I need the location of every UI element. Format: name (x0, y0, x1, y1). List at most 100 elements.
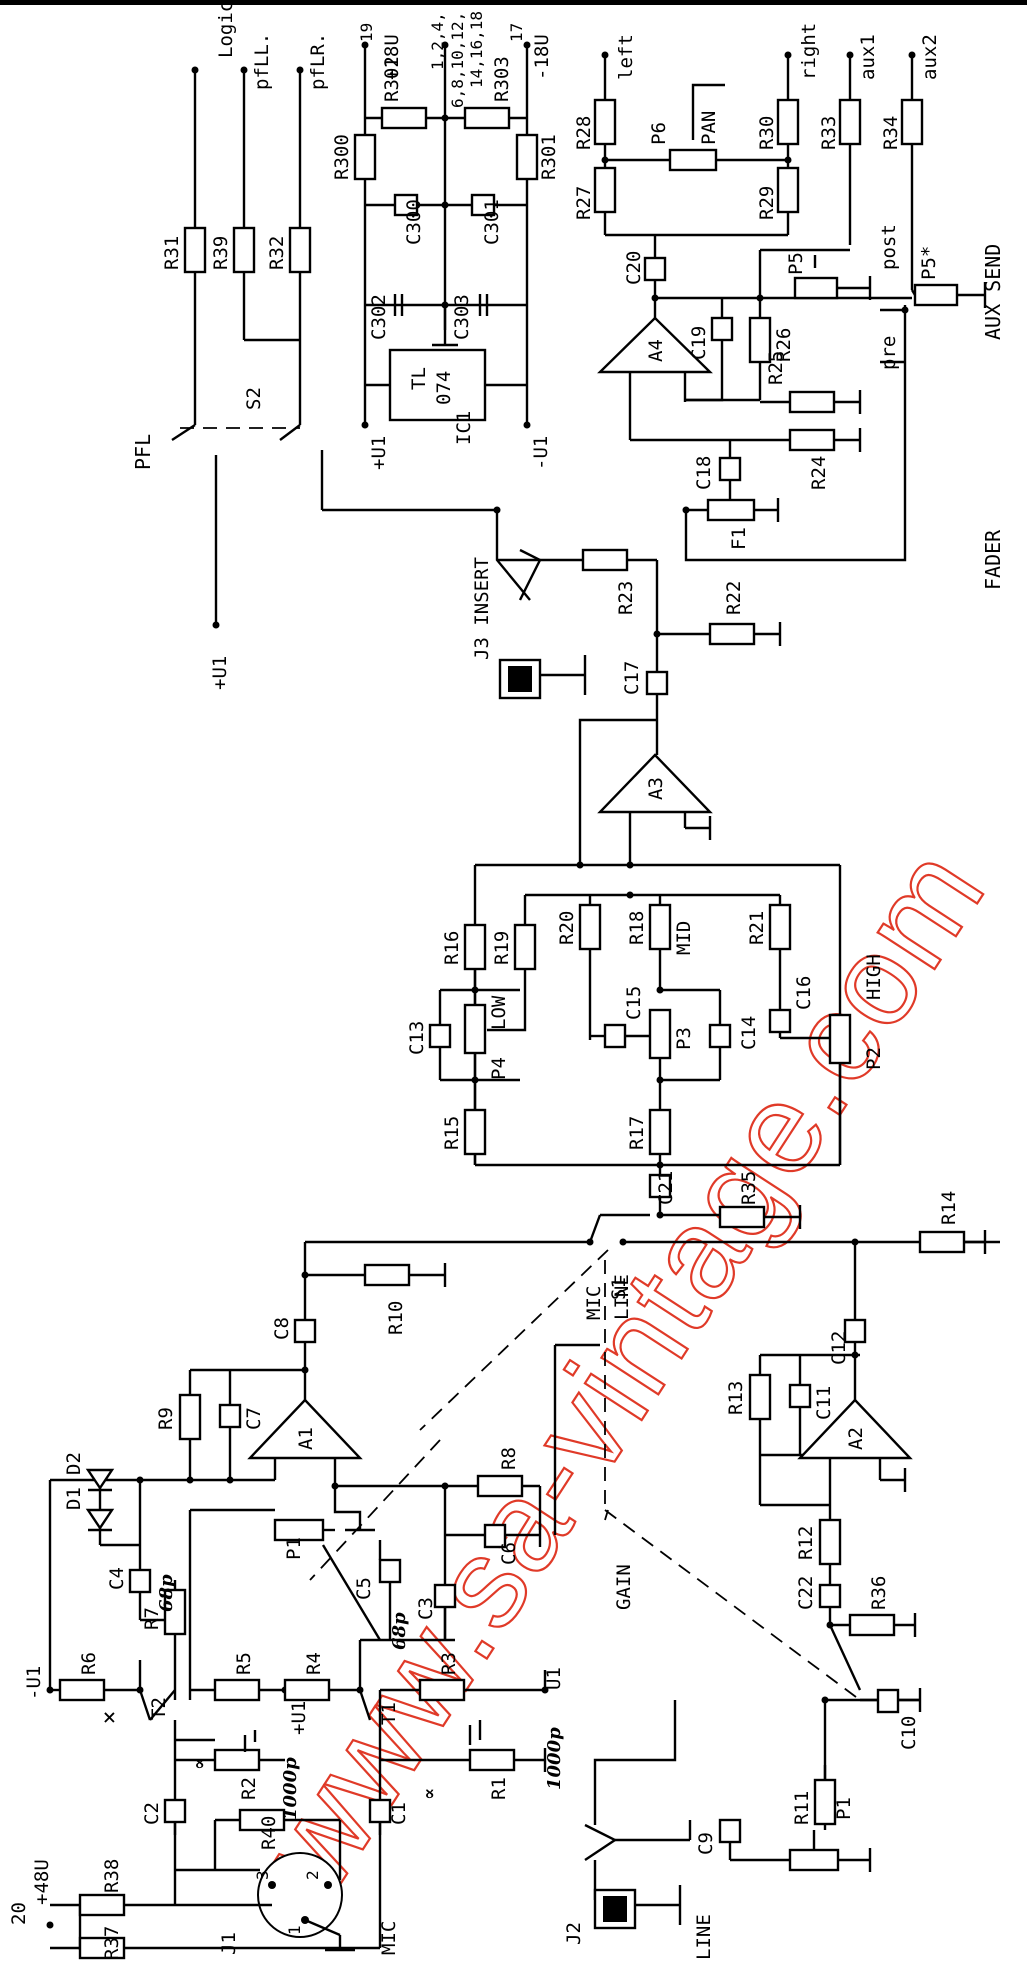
resistor-r31 (183, 226, 207, 274)
label-r23: R23 (615, 581, 637, 615)
label-j3-insert: J3 INSERT (471, 557, 493, 660)
label-r1: R1 (488, 1777, 510, 1800)
label-r35: R35 (738, 1171, 760, 1205)
label-c13: C13 (406, 1021, 428, 1055)
label-plus-v1: +U1 (288, 1701, 310, 1735)
label-ps-minus-v1: -U1 (530, 436, 552, 470)
label-v1-b: U1 (543, 1667, 565, 1690)
label-mic-sw: MIC (583, 1286, 605, 1320)
resistor-r16 (463, 923, 487, 971)
resistor-r303 (463, 106, 511, 130)
label-r14: R14 (938, 1191, 960, 1225)
label-pins-b: 6,8,10,12, (448, 12, 467, 108)
label-c20: C20 (623, 251, 645, 285)
label-r40: R40 (258, 1816, 280, 1850)
opamp-a1 (247, 1398, 363, 1460)
label-r4: R4 (303, 1652, 325, 1675)
label-c22: C22 (795, 1576, 817, 1610)
label-right: right (798, 23, 820, 80)
label-r30: R30 (756, 116, 778, 150)
label-c4: C4 (106, 1567, 128, 1590)
label-mid: MID (673, 921, 695, 955)
label-ic-tl: TL (408, 367, 430, 390)
label-a3: A3 (645, 777, 667, 800)
pot-p4-low (463, 1003, 487, 1055)
note-1000p-b: 1000p (544, 1727, 565, 1790)
label-pfll: pfLL. (251, 33, 273, 90)
label-c19: C19 (688, 326, 710, 360)
label-aux1: aux1 (857, 34, 879, 80)
note-1000p-a: 1000p (280, 1757, 301, 1820)
label-post: post (878, 224, 900, 270)
label-aux2: aux2 (919, 34, 941, 80)
resistor-r27 (593, 166, 617, 214)
capacitor-c10 (876, 1688, 900, 1714)
label-ic1: IC1 (453, 411, 475, 445)
label-p1-gain: P1 (283, 1537, 305, 1560)
top-border-rule (0, 0, 1027, 5)
output-section (593, 51, 987, 562)
resistor-r20 (578, 903, 602, 951)
label-ps-plus-v1: +U1 (368, 436, 390, 470)
note-alpha-b: ∝ (419, 1788, 440, 1800)
resistor-r29 (776, 166, 800, 214)
label-c5: C5 (353, 1577, 375, 1600)
label-c11: C11 (813, 1386, 835, 1420)
label-neg-v1: -U1 (23, 1666, 45, 1700)
label-c14: C14 (738, 1016, 760, 1050)
resistor-r17 (648, 1108, 672, 1156)
pot-p1-gain (273, 1518, 325, 1542)
capacitor-c9 (718, 1818, 742, 1844)
label-c303: C303 (451, 294, 473, 340)
label-high: HIGH (863, 954, 885, 1000)
label-c16: C16 (793, 976, 815, 1010)
label-phantom-pin: 20 (8, 1902, 30, 1925)
label-c7: C7 (243, 1407, 265, 1430)
label-pre: pre (878, 336, 900, 370)
capacitor-c4 (128, 1568, 152, 1594)
resistor-r302 (380, 106, 428, 130)
resistor-r14 (918, 1230, 966, 1254)
pot-p1-line (788, 1848, 840, 1872)
label-t2: T2 (148, 1697, 170, 1720)
opamp-a3 (597, 753, 713, 814)
resistor-r24 (788, 428, 836, 452)
label-c8: C8 (271, 1317, 293, 1340)
fader-f1 (706, 498, 756, 522)
opamp-a2 (797, 1398, 913, 1460)
label-aux-send: AUX SEND (981, 244, 1005, 340)
capacitor-c16 (768, 1008, 792, 1034)
resistor-r23 (581, 548, 629, 572)
label-r7: R7 (141, 1607, 163, 1630)
label-r31: R31 (161, 236, 183, 270)
capacitor-c19 (710, 316, 734, 342)
label-r24: R24 (808, 456, 830, 490)
resistor-r33 (838, 98, 862, 146)
label-r32: R32 (266, 236, 288, 270)
capacitor-c3 (433, 1583, 457, 1609)
resistor-r19 (513, 923, 537, 971)
label-c301: C301 (481, 199, 503, 245)
label-phantom-48v: +48U (31, 1859, 53, 1905)
label-r3: R3 (438, 1652, 460, 1675)
resistor-r15 (463, 1108, 487, 1156)
resistor-r6 (58, 1678, 106, 1702)
label-c300: C300 (403, 199, 425, 245)
resistor-r9 (178, 1393, 202, 1441)
label-pfl-v1: +U1 (209, 656, 231, 690)
label-f1: F1 (728, 527, 750, 550)
label-r303: R303 (491, 56, 513, 102)
resistor-r2 (213, 1748, 261, 1772)
label-pin2: 2 (303, 1870, 322, 1880)
capacitor-c14 (708, 1023, 732, 1049)
label-r33: R33 (818, 116, 840, 150)
label-r5: R5 (233, 1652, 255, 1675)
label-r11: R11 (791, 1791, 813, 1825)
capacitor-c301 (470, 193, 496, 217)
opamp-a4 (597, 316, 713, 374)
label-d2: D2 (63, 1452, 85, 1475)
label-c15: C15 (623, 986, 645, 1020)
label-r15: R15 (441, 1116, 463, 1150)
mic-preamp-section (46, 1468, 549, 1960)
